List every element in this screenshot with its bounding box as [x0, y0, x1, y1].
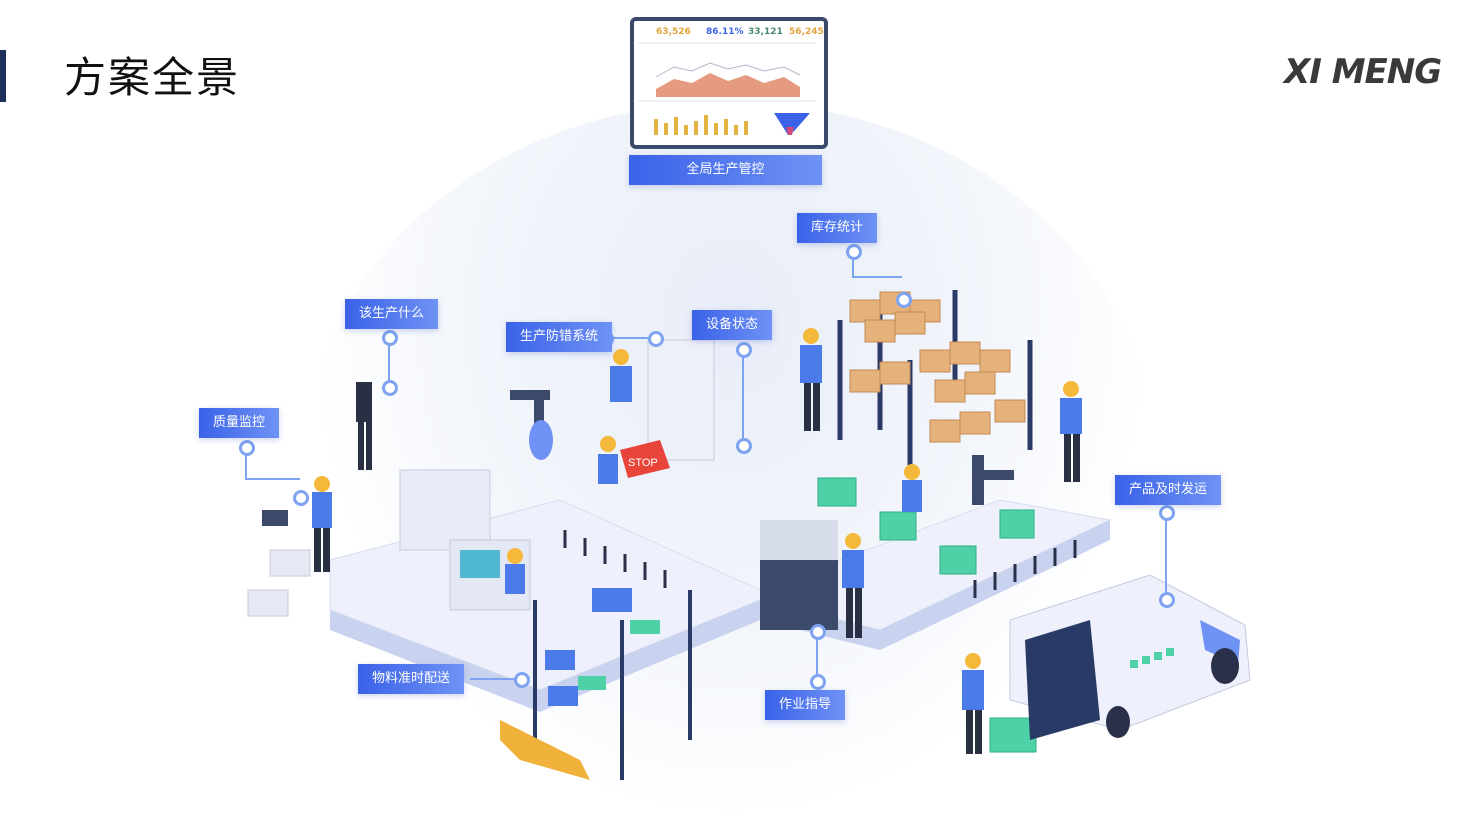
callout-dot — [514, 672, 530, 688]
dashboard-charts — [638, 42, 816, 135]
connector-line — [470, 678, 518, 680]
label-equipment-status: 设备状态 — [692, 310, 773, 340]
label-on-time-delivery: 产品及时发运 — [1115, 475, 1222, 505]
callout-dot — [846, 244, 862, 260]
callout-dot — [293, 490, 309, 506]
label-inventory-stats: 库存统计 — [797, 213, 878, 243]
label-what-to-produce: 该生产什么 — [345, 299, 439, 329]
label-quality-monitoring: 质量监控 — [199, 408, 280, 438]
callout-dot — [1159, 505, 1175, 521]
title-accent-bar — [0, 50, 6, 102]
dashboard-monitor: 63,526 86.11% 33,121 56,245 — [630, 17, 828, 149]
callout-dot — [382, 330, 398, 346]
label-work-guidance: 作业指导 — [765, 690, 846, 720]
label-global-control: 全局生产管控 — [629, 155, 822, 185]
kpi-value: 33,121 — [748, 27, 783, 37]
connector-line — [598, 337, 650, 339]
label-error-proofing: 生产防错系统 — [506, 322, 613, 352]
connector-line — [245, 448, 247, 478]
kpi-value: 86.11% — [706, 27, 744, 37]
connector-line — [245, 478, 300, 480]
callout-dot — [239, 440, 255, 456]
connector-line — [852, 252, 854, 276]
connector-line — [1165, 512, 1167, 594]
kpi-value: 63,526 — [656, 27, 691, 37]
callout-dot — [896, 292, 912, 308]
stop-sign-text: STOP — [628, 457, 658, 469]
callout-dot — [382, 380, 398, 396]
connector-line — [388, 336, 390, 386]
connector-line — [816, 632, 818, 688]
kpi-value: 56,245 — [789, 27, 824, 37]
page-title: 方案全景 — [64, 53, 241, 102]
callout-dot — [810, 624, 826, 640]
background-dome — [305, 102, 1155, 822]
callout-dot — [1159, 592, 1175, 608]
callout-dot — [736, 342, 752, 358]
ximeng-logo: XI MENG — [1284, 52, 1442, 92]
callout-dot — [648, 331, 664, 347]
callout-dot — [810, 674, 826, 690]
connector-line — [852, 276, 902, 278]
label-material-delivery: 物料准时配送 — [358, 664, 465, 694]
connector-line — [742, 350, 744, 442]
callout-dot — [736, 438, 752, 454]
